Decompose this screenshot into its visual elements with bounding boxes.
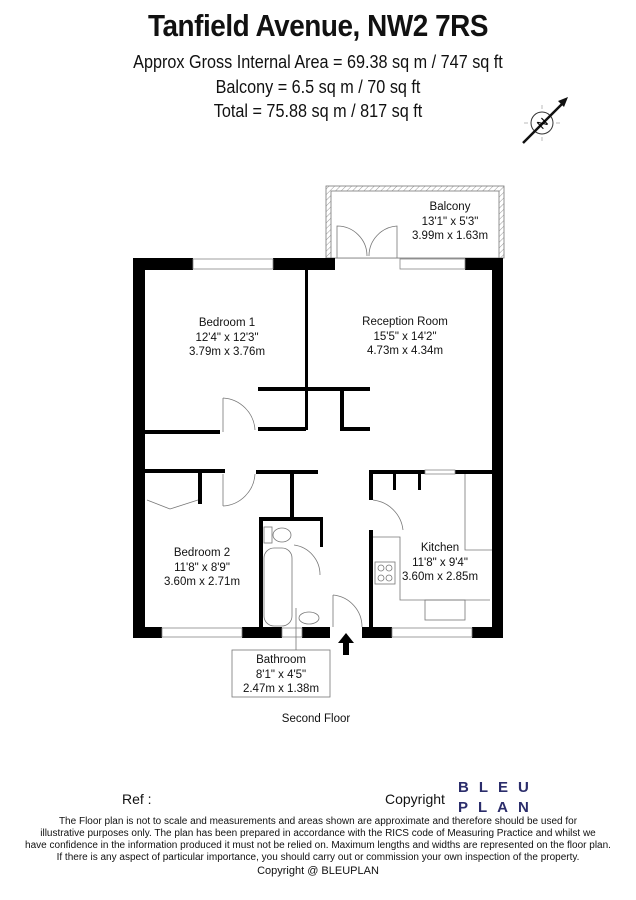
ref-label: Ref : [122, 791, 152, 807]
gross-area: Approx Gross Internal Area = 69.38 sq m … [133, 52, 503, 72]
disclaimer: The Floor plan is not to scale and measu… [0, 816, 636, 877]
copyright-line: Copyright @ BLEUPLAN [257, 865, 379, 877]
balcony [325, 185, 505, 259]
logo-bleuplan-line1: BLEU [458, 779, 539, 796]
balcony-area: Balcony = 6.5 sq m / 70 sq ft [215, 77, 421, 97]
logo-bleuplan-line2: PLAN [458, 799, 539, 816]
property-title: Tanfield Avenue, NW2 7RS [147, 8, 489, 43]
total-area: Total = 75.88 sq m / 817 sq ft [213, 101, 423, 121]
floor-label: Second Floor [281, 713, 351, 725]
doors-and-fixtures [146, 225, 492, 698]
entrance-arrow-icon [338, 633, 354, 655]
windows [161, 258, 473, 638]
walls [133, 258, 503, 638]
copyright-label: Copyright [385, 791, 445, 807]
north-arrow-icon: N [522, 97, 568, 144]
